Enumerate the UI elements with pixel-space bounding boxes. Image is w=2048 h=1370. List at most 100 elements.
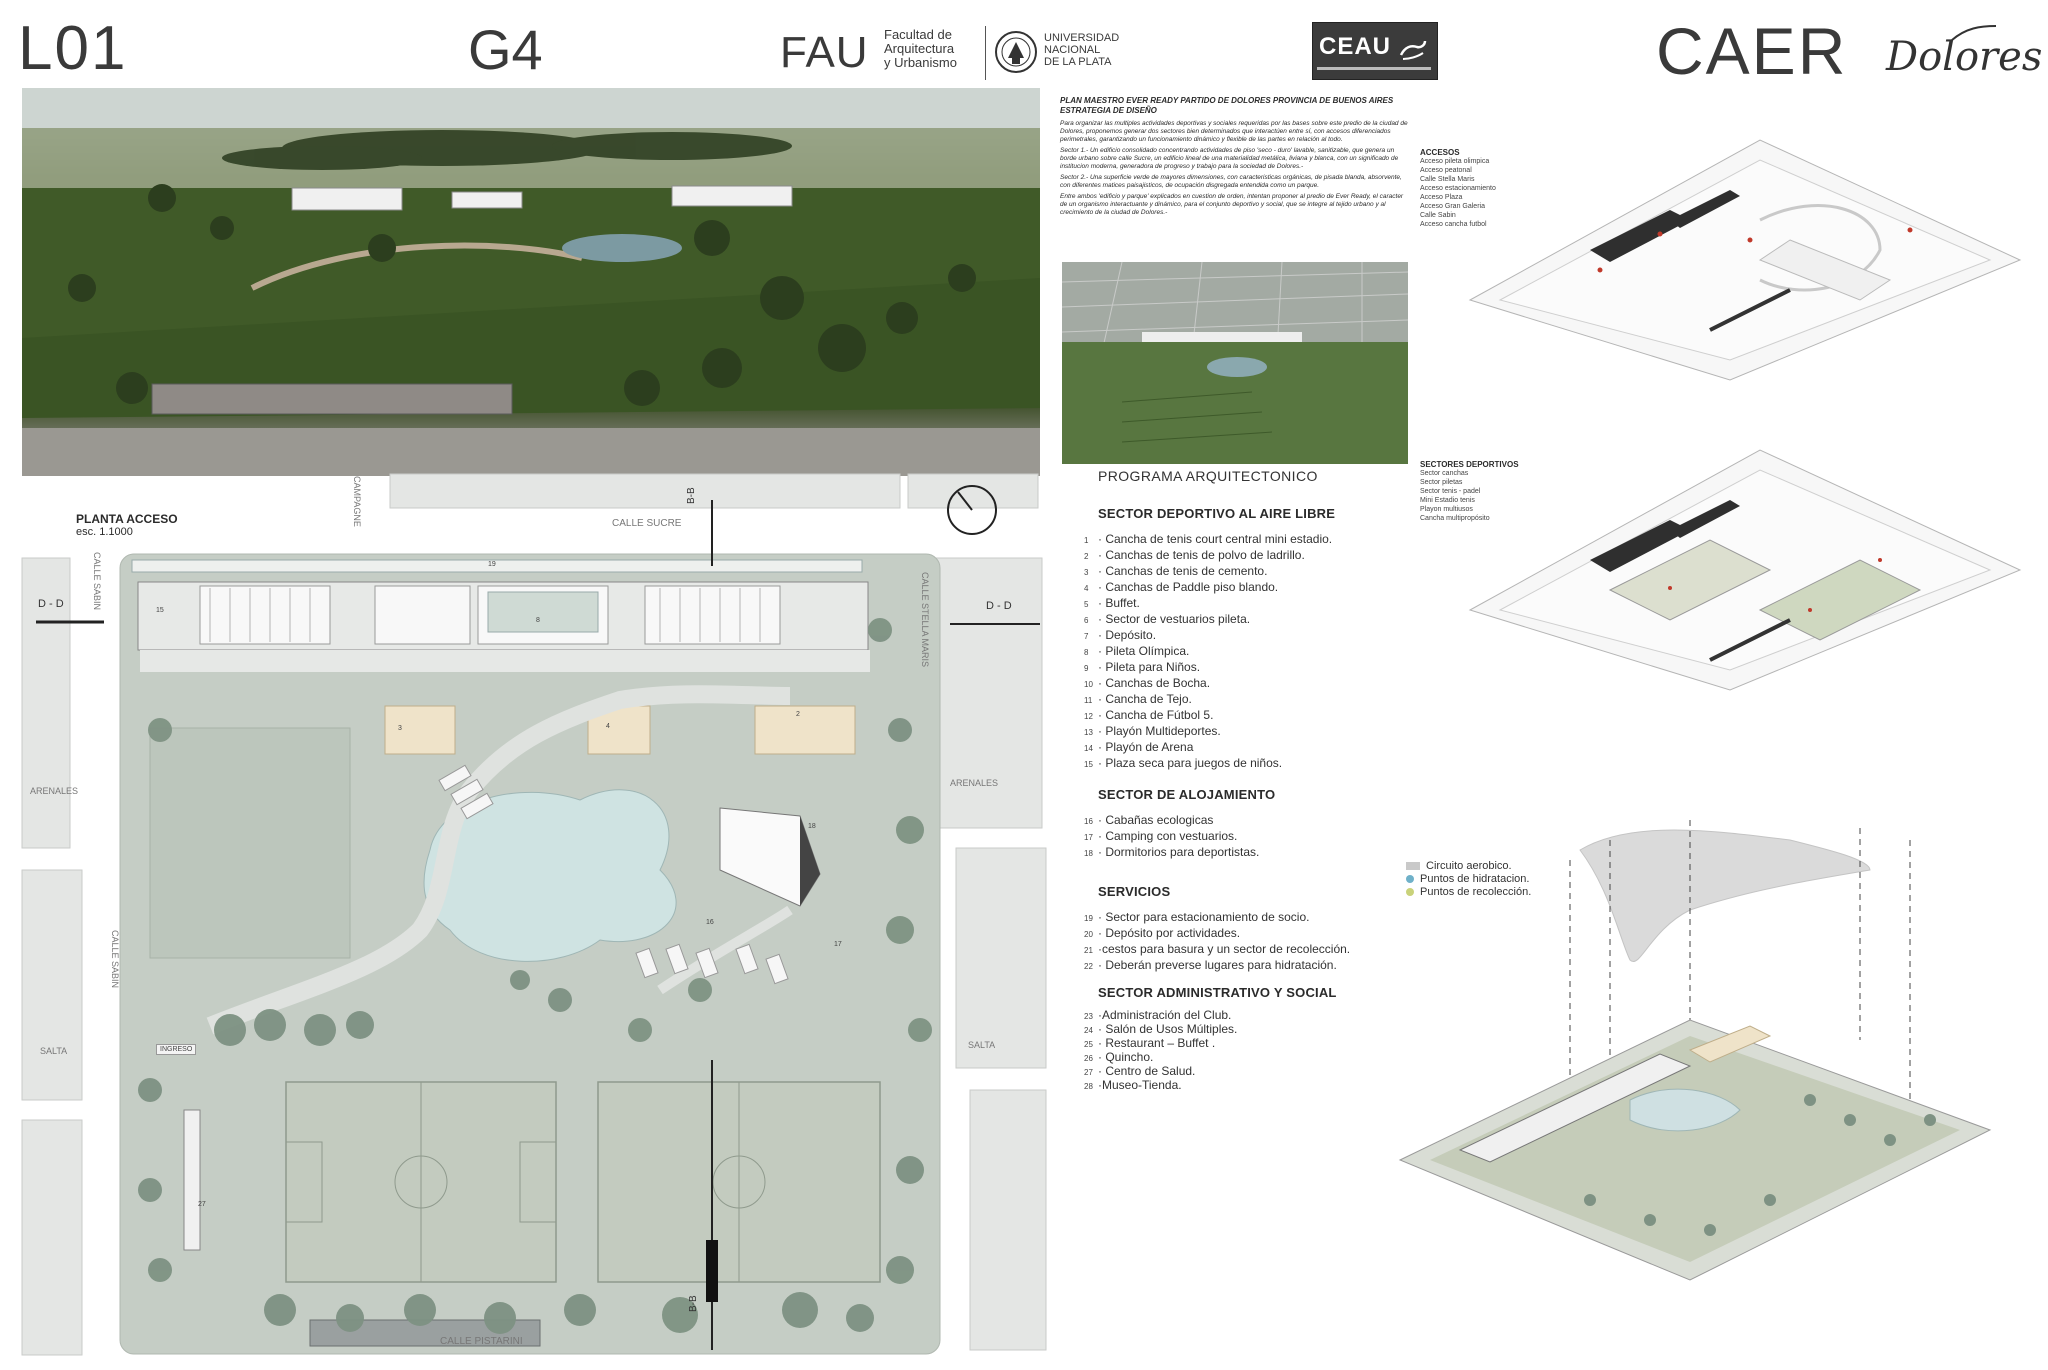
street-label-sabin: CALLE SABIN xyxy=(92,552,102,611)
item-text: · Restaurant – Buffet . xyxy=(1098,1036,1216,1050)
axo-sectores-graphic xyxy=(1468,449,2022,691)
item-number: 6 xyxy=(1084,616,1089,625)
university-name: UNIVERSIDAD NACIONAL DE LA PLATA xyxy=(1044,32,1119,68)
axo-accesos-item: Acceso estacionamiento xyxy=(1420,185,1496,192)
street-label-sucre: CALLE SUCRE xyxy=(612,518,682,529)
university-line-1: UNIVERSIDAD xyxy=(1044,32,1120,44)
street-label-salta-right: SALTA xyxy=(968,1040,996,1050)
section-title: SECTOR DEPORTIVO AL AIRE LIBRE xyxy=(1098,506,1336,521)
axo-sectores-drawing xyxy=(1460,440,2030,710)
axo-sectores-legend: SECTORES DEPORTIVOS Sector canchas Secto… xyxy=(1420,460,1580,523)
axo-accesos-item: Acceso pileta olimpica xyxy=(1420,158,1490,165)
axo-accesos-legend: ACCESOS Acceso pileta olimpica Acceso pe… xyxy=(1420,148,1580,229)
memoria-paragraph: Sector 1.- Un edificio consolidado conce… xyxy=(1060,147,1399,170)
program-item: 12· Cancha de Fútbol 5. xyxy=(1084,707,1404,723)
memoria-subtitle: ESTRATEGIA DE DISEÑO xyxy=(1060,106,1157,115)
section-label-dd-right: D - D xyxy=(986,600,1012,612)
program-item: 27 · Centro de Salud. xyxy=(1084,1064,1404,1078)
axo-sectores-title: SECTORES DEPORTIVOS xyxy=(1420,460,1519,469)
item-text: ·cestos para basura y un sector de recol… xyxy=(1098,942,1351,956)
sheet-code: L01 xyxy=(18,14,128,83)
item-text: · Cancha de tenis court central mini est… xyxy=(1098,532,1333,546)
legend-label: Circuito aerobico. xyxy=(1426,860,1512,872)
logo-divider xyxy=(985,26,986,80)
item-number: 28 xyxy=(1084,1082,1093,1091)
plan-tag: 4 xyxy=(606,723,610,730)
item-text: · Centro de Salud. xyxy=(1098,1064,1196,1078)
plan-tag: 3 xyxy=(398,725,402,732)
program-item: 21·cestos para basura y un sector de rec… xyxy=(1084,941,1404,957)
item-text: · Camping con vestuarios. xyxy=(1098,829,1238,843)
program-item: 18· Dormitorios para deportistas. xyxy=(1084,844,1404,860)
axo-accesos-item: Acceso Plaza xyxy=(1420,194,1463,201)
plan-tag: 18 xyxy=(808,823,816,830)
program-item: 3· Canchas de tenis de cemento. xyxy=(1084,563,1404,579)
plan-tag: 19 xyxy=(488,561,496,568)
item-text: · Deberán preverse lugares para hidratac… xyxy=(1098,958,1337,972)
item-number: 5 xyxy=(1084,600,1089,609)
item-text: · Sector de vestuarios pileta. xyxy=(1098,612,1251,626)
aerial-town-render xyxy=(1062,262,1408,464)
street-label-pistarini: CALLE PISTARINI xyxy=(440,1336,523,1347)
program-item: 14· Playón de Arena xyxy=(1084,739,1404,755)
item-text: · Cancha de Tejo. xyxy=(1098,692,1192,706)
exploded-axo-drawing xyxy=(1390,800,2030,1320)
programa-section: SECTOR DEPORTIVO AL AIRE LIBRE 1 · Cancha… xyxy=(1084,506,1404,1092)
program-item: 13· Playón Multideportes. xyxy=(1084,723,1404,739)
item-number: 27 xyxy=(1084,1068,1093,1077)
program-item: 16 · Cabañas ecologicas xyxy=(1084,812,1404,828)
item-number: 10 xyxy=(1084,680,1093,689)
axo-accesos-graphic xyxy=(1468,139,2022,381)
hydration-dot-icon xyxy=(1406,875,1414,884)
item-text: · Canchas de tenis de polvo de ladrillo. xyxy=(1098,548,1305,562)
aerial-render-graphic xyxy=(22,88,1040,476)
item-text: · Depósito por actividades. xyxy=(1098,926,1241,940)
item-number: 11 xyxy=(1084,696,1093,705)
axo-sectores-item: Playon multiusos xyxy=(1420,506,1473,513)
memoria-title: PLAN MAESTRO EVER READY PARTIDO DE DOLOR… xyxy=(1060,96,1394,105)
ceau-logo: CEAU xyxy=(1312,22,1438,80)
program-item: 23·Administración del Club. xyxy=(1084,1008,1404,1022)
university-line-2: NACIONAL xyxy=(1044,44,1101,56)
item-text: · Canchas de tenis de cemento. xyxy=(1098,564,1268,578)
faculty-line-3: y Urbanismo xyxy=(884,55,957,70)
axo-accesos-item: Acceso cancha futbol xyxy=(1420,221,1487,228)
item-text: · Salón de Usos Múltiples. xyxy=(1098,1022,1238,1036)
item-number: 19 xyxy=(1084,914,1093,923)
program-item: 2· Canchas de tenis de polvo de ladrillo… xyxy=(1084,547,1404,563)
item-number: 25 xyxy=(1084,1040,1093,1049)
street-label-campagne: CAMPAGNE xyxy=(352,476,362,527)
item-text: · Playón Multideportes. xyxy=(1098,724,1221,738)
item-text: · Depósito. xyxy=(1098,628,1157,642)
item-number: 1 xyxy=(1084,536,1089,545)
university-line-3: DE LA PLATA xyxy=(1044,56,1112,68)
memoria-paragraph: Para organizar las multiples actividades… xyxy=(1060,120,1408,143)
plan-tag: 8 xyxy=(536,617,540,624)
street-label-stella-maris: CALLE STELLA MARIS xyxy=(920,572,930,668)
item-number: 22 xyxy=(1084,962,1093,971)
item-text: ·Museo-Tienda. xyxy=(1098,1078,1182,1092)
site-plan-graphic xyxy=(21,473,1047,1356)
plan-tag: 17 xyxy=(834,941,842,948)
program-item: 17· Camping con vestuarios. xyxy=(1084,828,1404,844)
faculty-name: Facultad de Arquitectura y Urbanismo xyxy=(884,28,957,70)
item-text: · Dormitorios para deportistas. xyxy=(1098,845,1260,859)
plan-tag: 27 xyxy=(198,1201,206,1208)
axo-sectores-item: Cancha multipropósito xyxy=(1420,515,1490,522)
item-number: 12 xyxy=(1084,712,1093,721)
aerial-render xyxy=(22,88,1040,476)
program-item: 28 ·Museo-Tienda. xyxy=(1084,1078,1404,1092)
legend-item-circuit: Circuito aerobico. xyxy=(1406,860,1606,873)
item-number: 16 xyxy=(1084,817,1093,826)
item-text: · Cabañas ecologicas xyxy=(1098,813,1214,827)
program-item: 8· Pileta Olímpica. xyxy=(1084,643,1404,659)
faculty-line-1: Facultad de xyxy=(884,27,952,42)
street-label-arenales-right: ARENALES xyxy=(950,778,999,788)
brand-swash xyxy=(1950,24,1998,42)
program-item: 26· Quincho. xyxy=(1084,1050,1404,1064)
aerial-town-graphic xyxy=(1062,262,1408,464)
legend-item-collection: Puntos de recolección. xyxy=(1406,886,1606,899)
plan-tag: 2 xyxy=(796,711,800,718)
program-item: 24· Salón de Usos Múltiples. xyxy=(1084,1022,1404,1036)
ceau-logo-strip xyxy=(1317,67,1431,70)
